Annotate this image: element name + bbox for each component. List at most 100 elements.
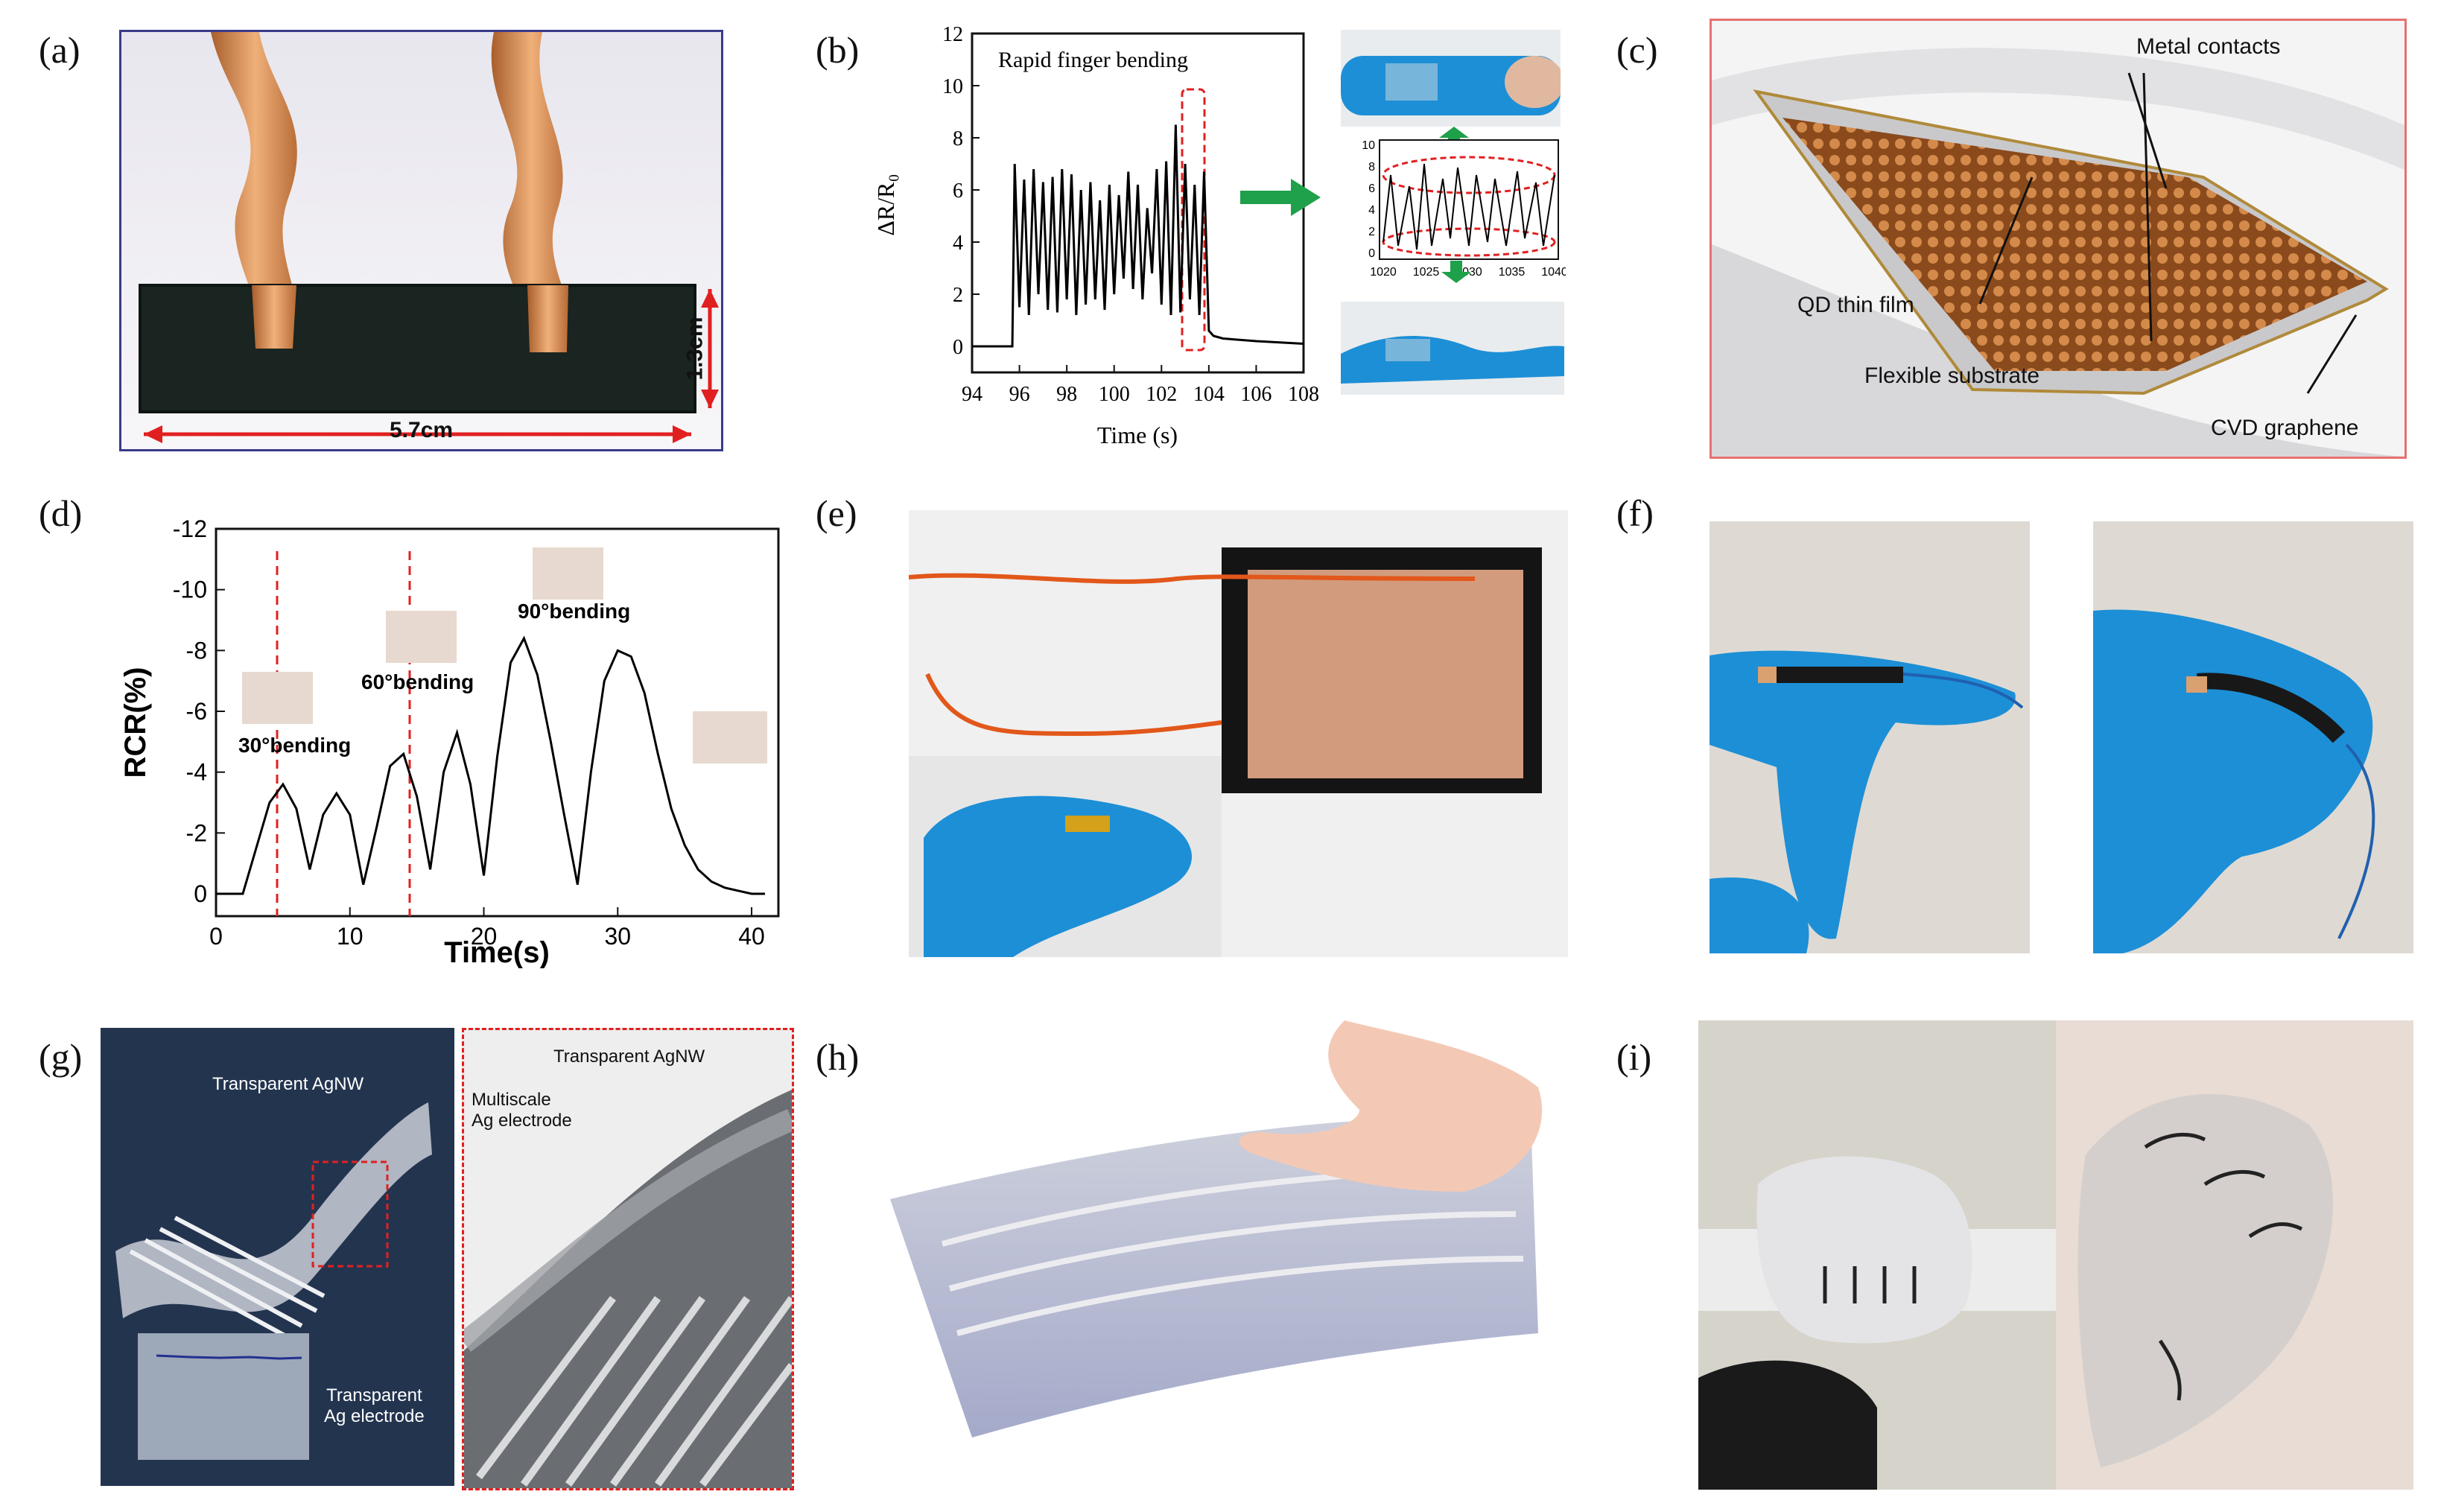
- inset-y-tick-label: 6: [1368, 182, 1375, 195]
- y-tick-label: 0: [953, 336, 963, 359]
- x-tick-label: 98: [1056, 383, 1077, 406]
- x-tick-label: 100: [1099, 383, 1130, 406]
- y-tick-label: 8: [953, 127, 963, 150]
- y-tick-label: -4: [186, 759, 207, 786]
- annotation-rapid: Rapid finger bending: [998, 48, 1188, 72]
- panel-h-illustration: [883, 1020, 1598, 1490]
- y-tick-label: 4: [953, 232, 963, 255]
- y-tick-label: 0: [194, 880, 207, 907]
- copper-tape-left: [211, 32, 300, 352]
- annotation-30: 30°bending: [238, 734, 351, 757]
- inset-y-tick-label: 8: [1368, 161, 1375, 174]
- label-graphene: CVD graphene: [2211, 416, 2359, 440]
- x-tick-label: 40: [738, 923, 765, 950]
- white-glove: [2077, 1094, 2334, 1467]
- label-ag-electrode: Transparent Ag electrode: [324, 1385, 425, 1426]
- hand-photo-flat: [693, 711, 767, 763]
- down-arrow-icon: [1441, 261, 1471, 283]
- panel-i-photo-left: [1698, 1020, 2056, 1490]
- y-tick-label: 10: [942, 75, 963, 98]
- x-tick-label: 108: [1288, 383, 1319, 406]
- y-tick-label: -6: [186, 698, 207, 725]
- panel-label-i: (i): [1616, 1036, 1652, 1078]
- sensor-strip: [2197, 673, 2346, 743]
- y-tick-label: 2: [953, 284, 963, 307]
- transmittance-inset: [138, 1333, 309, 1460]
- panel-label-h: (h): [816, 1036, 860, 1078]
- x-tick-label: 94: [962, 383, 982, 406]
- y-axis-label: ΔR/R₀: [872, 174, 899, 235]
- y-tick-label: -8: [186, 637, 207, 664]
- white-glove: [1756, 1156, 1972, 1344]
- x-tick-label: 30: [604, 923, 631, 950]
- hand-photo-30: [242, 672, 313, 724]
- x-tick-label: 106: [1240, 383, 1272, 406]
- inset-x-tick-label: 1035: [1499, 266, 1526, 279]
- series-line: [216, 635, 766, 895]
- copper-tape-right: [491, 32, 572, 352]
- width-label: 5.7cm: [390, 418, 454, 442]
- flexible-sheet: [890, 1116, 1538, 1438]
- label-metal-contacts: Metal contacts: [2136, 34, 2281, 59]
- x-tick-label: 0: [209, 923, 223, 950]
- x-tick-label: 20: [471, 923, 498, 950]
- x-tick-label: 10: [337, 923, 364, 950]
- inset-y-tick-label: 10: [1362, 139, 1375, 152]
- sensor-fabric: [140, 285, 695, 412]
- panel-label-b: (b): [816, 29, 860, 71]
- copper-film: [1248, 570, 1523, 778]
- sensor-strip: [1769, 667, 1903, 683]
- x-axis-label: Time (s): [1097, 422, 1178, 448]
- panel-label-f: (f): [1616, 492, 1654, 534]
- transmittance-line: [156, 1354, 302, 1360]
- inset-y-tick-label: 4: [1368, 204, 1375, 217]
- blue-glove: [924, 795, 1192, 957]
- y-tick-label: -12: [173, 515, 207, 542]
- y-axis-label: RCR(%): [119, 667, 152, 778]
- panel-a-photo: 5.7cm 1.3cm: [119, 30, 723, 451]
- orange-wire-top: [909, 573, 1476, 584]
- hand-photo-60: [386, 611, 457, 663]
- y-tick-label: -2: [186, 819, 207, 846]
- x-tick-label: 104: [1193, 383, 1225, 406]
- inset-x-tick-label: 1020: [1370, 266, 1397, 279]
- annotation-60: 60°bending: [361, 670, 474, 693]
- x-tick-label: 102: [1146, 383, 1177, 406]
- panel-d-chart: 0 10 20 30 40 0 -2 -4 -6 -8 -10 -12 30°bending 60°…: [119, 515, 780, 968]
- x-axis-label: Time(s): [444, 936, 550, 968]
- inset-x-tick-label: 1025: [1413, 266, 1440, 279]
- panel-f-photo-right: [2093, 521, 2413, 953]
- panel-i-photo-right: [2056, 1020, 2413, 1490]
- up-arrow-icon: [1439, 127, 1469, 149]
- panel-label-a: (a): [39, 29, 80, 71]
- inset-y-tick-label: 0: [1368, 247, 1375, 260]
- hand: [1239, 1020, 1543, 1192]
- inset-series-line: [1383, 163, 1555, 250]
- height-label: 1.3cm: [682, 317, 708, 381]
- series-line: [972, 124, 1304, 348]
- panel-b-photo-bottom: [1341, 302, 1564, 395]
- hand-photo-90: [533, 547, 603, 600]
- panel-label-g: (g): [39, 1036, 83, 1078]
- label-agnw-left: Transparent AgNW: [212, 1074, 364, 1094]
- panel-e-photo: [909, 510, 1568, 957]
- panel-g-schematic: Transparent AgNW Transparent Ag electrod…: [101, 1028, 454, 1486]
- panel-label-e: (e): [816, 492, 857, 534]
- y-tick-label: 12: [942, 23, 963, 46]
- label-agnw-right: Transparent AgNW: [553, 1046, 705, 1067]
- y-tick-label: -10: [173, 576, 207, 603]
- green-arrow-icon: [1240, 179, 1321, 216]
- label-substrate: Flexible substrate: [1864, 363, 2040, 388]
- label-qd-film: QD thin film: [1797, 293, 1914, 317]
- y-tick-label: 6: [953, 180, 963, 203]
- qd-film: [1783, 118, 2367, 371]
- panel-label-d: (d): [39, 492, 83, 534]
- panel-label-c: (c): [1616, 29, 1658, 71]
- orange-wire-bottom: [925, 673, 1222, 737]
- inset-y-tick-label: 2: [1368, 226, 1375, 238]
- panel-b-photo-top: [1341, 30, 1561, 127]
- panel-g-zoom: Transparent AgNW Multiscale Ag electrode: [462, 1028, 794, 1490]
- x-tick-label: 96: [1009, 383, 1030, 406]
